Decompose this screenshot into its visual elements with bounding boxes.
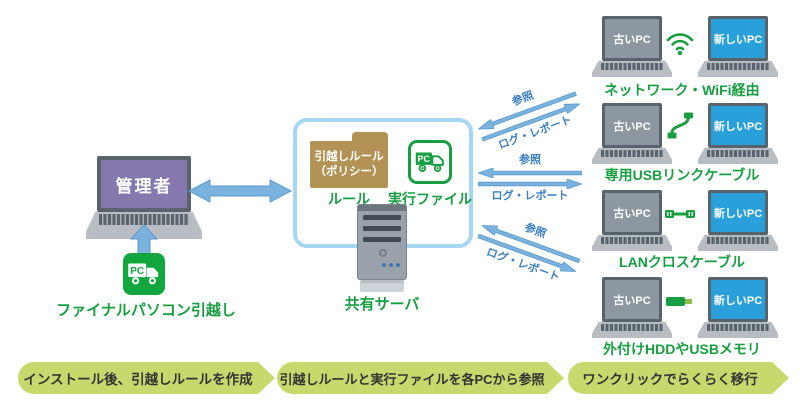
old-pc-label: 古いPC [613,294,651,307]
new-pc-laptop: 新しいPC [698,190,778,251]
log-arrow-icon [478,178,582,189]
truck-icon: PC [128,263,159,285]
refer-log-arrows-top: 参照 ログ・レポート [472,76,586,157]
old-pc-label: 古いPC [613,33,651,46]
admin-label: 管理者 [115,176,173,196]
new-pc-label: 新しいPC [713,33,763,46]
admin-server-double-arrow-icon [188,179,292,203]
log-arrow-icon [480,103,581,142]
log-report-label: ログ・レポート [491,189,569,202]
exe-caption: 実行ファイル [388,191,472,207]
folder-text-line1: 引越しルール [314,150,384,163]
folder-text-line2: （ポリシー） [314,165,384,178]
old-pc-laptop: 古いPC [592,16,672,77]
new-pc-label: 新しいPC [713,294,763,307]
new-pc-laptop: 新しいPC [698,16,778,77]
step-banner-2: 引越しルールと実行ファイルを各PCから参照 [277,362,564,394]
wifi-icon [664,26,696,58]
admin-laptop-screen: 管理者 [97,156,191,212]
refer-arrow-icon [480,224,581,263]
connection-method-label: LANクロスケーブル [619,254,745,270]
refer-arrow-icon [478,167,582,178]
usb-link-cable-icon [664,110,696,142]
install-up-arrow-icon [130,224,158,256]
rule-caption: ルール [328,191,370,207]
lan-cross-cable-icon [664,198,696,230]
step-banner-1: インストール後、引越しルールを作成 [18,362,275,394]
usb-memory-icon [664,285,696,317]
server-caption: 共有サーバ [344,296,420,313]
pc-mover-app-icon: PC [123,253,165,295]
exe-file-icon: PC [408,140,452,184]
server-tower-icon [357,204,407,292]
refer-log-arrows-bottom: 参照 ログ・レポート [472,208,586,289]
old-pc-laptop: 古いPC [592,103,672,164]
product-name-label: ファイナルパソコン引越し [56,302,236,319]
new-pc-label: 新しいPC [713,120,763,133]
log-arrow-icon [477,233,578,272]
refer-arrow-icon [477,90,578,130]
old-pc-laptop: 古いPC [592,277,672,338]
refer-label: 参照 [519,154,541,166]
admin-laptop: 管理者 [86,156,202,239]
connection-method-label: ネットワーク・WiFi経由 [604,82,760,98]
old-pc-label: 古いPC [613,207,651,220]
old-pc-label: 古いPC [613,120,651,133]
connection-method-label: 外付けHDDやUSBメモリ [603,341,761,357]
new-pc-laptop: 新しいPC [698,277,778,338]
app-icon-pc-text: PC [130,266,144,277]
step-banner-3: ワンクリックでらくらく移行 [568,362,789,394]
exe-icon-pc-text: PC [418,154,431,164]
refer-log-arrows-middle: 参照 ログ・レポート [478,154,582,202]
new-pc-label: 新しいPC [713,207,763,220]
new-pc-laptop: 新しいPC [698,103,778,164]
old-pc-laptop: 古いPC [592,190,672,251]
connection-method-label: 専用USBリンクケーブル [604,167,760,183]
truck-icon: PC [415,152,444,172]
policy-folder-icon: 引越しルール （ポリシー） [310,132,388,188]
